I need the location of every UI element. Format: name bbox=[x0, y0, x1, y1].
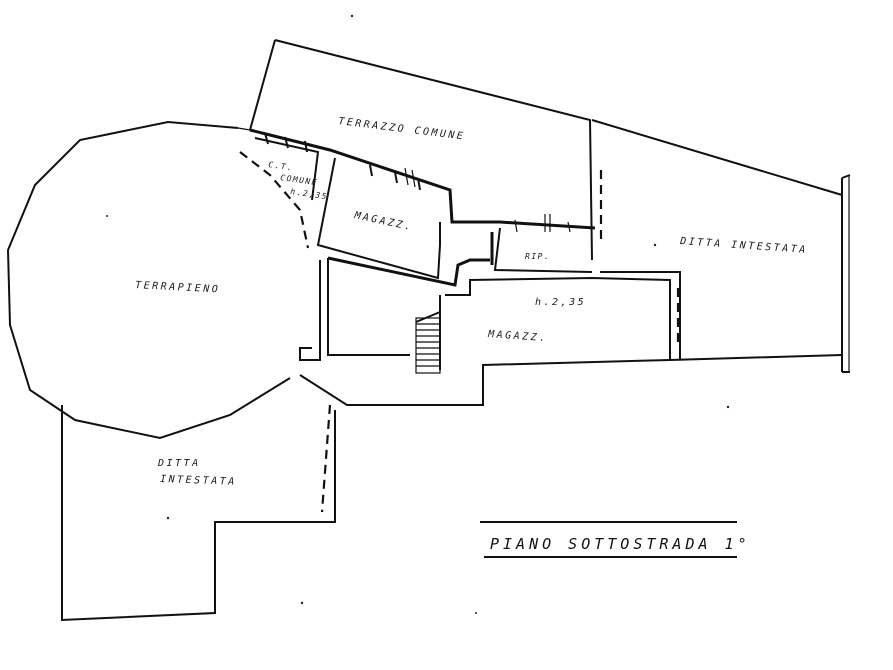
staircase bbox=[415, 311, 441, 374]
label-store-upper: MAGAZZ. bbox=[352, 210, 414, 233]
lower-store-right-outer bbox=[600, 271, 681, 360]
embankment-outline bbox=[6, 120, 291, 440]
corridor-wall bbox=[299, 260, 321, 361]
stair-arrow bbox=[415, 311, 441, 323]
lower-store-top bbox=[327, 256, 490, 287]
terrace-boundary bbox=[274, 39, 593, 261]
label-storage: RIP. bbox=[525, 252, 550, 261]
label-ct-2: COMUNE bbox=[280, 173, 319, 187]
label-left-property-1: DITTA bbox=[157, 458, 201, 469]
right-top-boundary bbox=[591, 119, 843, 196]
mark bbox=[300, 601, 304, 605]
mark bbox=[726, 405, 730, 409]
window-ticks-top bbox=[264, 132, 421, 191]
left-property-boundary bbox=[61, 405, 336, 622]
embankment-polygon bbox=[6, 120, 291, 440]
terrace-left-edge bbox=[249, 39, 276, 131]
building-top-wall bbox=[249, 128, 596, 230]
label-terrace: TERRAZZO COMUNE bbox=[338, 116, 466, 142]
window-ticks-rip bbox=[514, 214, 571, 233]
mark bbox=[350, 14, 354, 18]
mark bbox=[106, 215, 108, 217]
label-ct-3: h.2,35 bbox=[290, 187, 329, 201]
storage-outline bbox=[493, 227, 593, 273]
mark bbox=[653, 243, 657, 247]
stair-treads bbox=[416, 323, 440, 367]
label-right-property: DITTA INTESTATA bbox=[679, 236, 808, 256]
lower-store-left bbox=[327, 258, 410, 356]
title-block bbox=[480, 521, 737, 558]
mark bbox=[166, 516, 170, 520]
left-dashed-wall bbox=[320, 404, 332, 513]
ct-inner-wall bbox=[254, 137, 320, 201]
label-ct-1: C.T. bbox=[268, 160, 294, 172]
plan-title: PIANO SOTTOSTRADA 1° bbox=[490, 535, 751, 553]
label-height: h.2,35 bbox=[535, 297, 586, 308]
marks bbox=[106, 14, 730, 614]
magazzino-upper-walls bbox=[316, 157, 441, 280]
staircase-frame bbox=[415, 317, 441, 374]
label-store-lower: MAGAZZ. bbox=[487, 329, 548, 344]
label-embankment: TERRAPIENO bbox=[135, 280, 221, 295]
left-property-outline bbox=[61, 404, 336, 622]
label-left-property-2: INTESTATA bbox=[160, 474, 237, 488]
plant-room-walls bbox=[239, 128, 596, 280]
window-top bbox=[404, 167, 416, 188]
embankment-link bbox=[237, 127, 251, 131]
lower-store-walls bbox=[299, 256, 681, 370]
right-property-outline bbox=[299, 119, 851, 406]
mark bbox=[475, 612, 477, 614]
storage-walls bbox=[490, 227, 593, 273]
right-edge-cap-top bbox=[841, 174, 851, 179]
terrace-outline bbox=[249, 39, 593, 261]
lower-store-right bbox=[445, 276, 671, 360]
ct-dashed-boundary bbox=[239, 151, 310, 249]
right-bottom-boundary bbox=[299, 354, 843, 406]
